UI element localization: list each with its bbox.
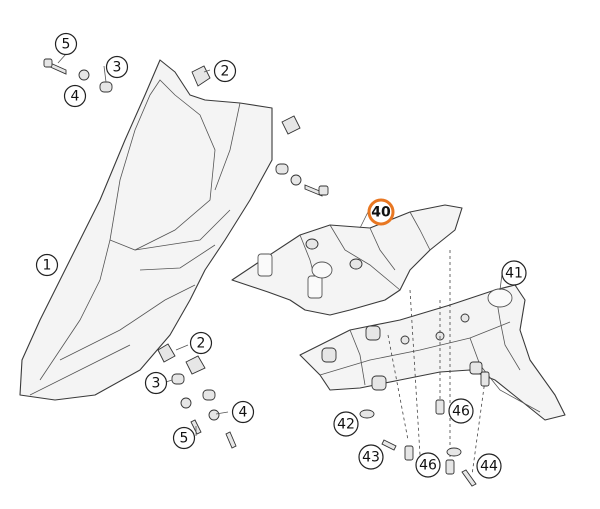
callout-circle (333, 411, 359, 437)
callout-2: 2 (213, 59, 237, 83)
callout-label: 5 (62, 37, 71, 53)
hardware-right-upper (275, 115, 329, 197)
hardware-bottom-right (359, 371, 490, 487)
part-side-cowl (19, 59, 273, 401)
callout-label: 41 (505, 266, 523, 282)
callout-circle (54, 32, 78, 56)
callout-circle (105, 55, 129, 79)
callout-label: 3 (152, 376, 161, 392)
callout-label: 46 (452, 404, 470, 420)
part-plate-holder (299, 284, 566, 421)
callout-circle (172, 426, 196, 450)
callout-circle (63, 84, 87, 108)
callout-circle (448, 398, 474, 424)
callout-3: 3 (144, 371, 168, 395)
callout-circle (144, 371, 168, 395)
callout-5: 5 (54, 32, 78, 56)
callout-circle (415, 452, 441, 478)
callout-41: 41 (501, 260, 527, 286)
callout-44: 44 (476, 453, 502, 479)
callout-label: 5 (180, 431, 189, 447)
callout-label: 46 (419, 458, 437, 474)
callout-label: 2 (197, 336, 206, 352)
callout-circle (476, 453, 502, 479)
callout-3: 3 (105, 55, 129, 79)
callout-4: 4 (63, 84, 87, 108)
callout-46: 46 (448, 398, 474, 424)
callout-label: 44 (480, 459, 498, 475)
callout-circle (189, 331, 213, 355)
callout-label: 43 (362, 450, 380, 466)
callout-circle (231, 400, 255, 424)
callout-42: 42 (333, 411, 359, 437)
callout-46: 46 (415, 452, 441, 478)
callout-label: 4 (71, 89, 80, 105)
callout-circle (213, 59, 237, 83)
hardware-bottom-left (157, 343, 237, 449)
assembly-lines (387, 250, 486, 476)
callout-label: 4 (239, 405, 248, 421)
callout-circle (367, 198, 395, 226)
callout-2: 2 (189, 331, 213, 355)
callout-label: 1 (43, 258, 52, 274)
hardware-top-left (43, 58, 211, 93)
leader-lines (57, 53, 503, 436)
callout-40: 40 (367, 198, 395, 226)
callout-circle (501, 260, 527, 286)
callout-label: 2 (221, 64, 230, 80)
callout-label: 3 (113, 60, 122, 76)
callout-5: 5 (172, 426, 196, 450)
callout-1: 1 (35, 253, 59, 277)
callout-label: 42 (337, 417, 355, 433)
callout-circle (358, 444, 384, 470)
callout-label: 40 (371, 205, 391, 221)
callout-circle (35, 253, 59, 277)
callout-4: 4 (231, 400, 255, 424)
callout-43: 43 (358, 444, 384, 470)
part-rear-fender (231, 204, 463, 316)
